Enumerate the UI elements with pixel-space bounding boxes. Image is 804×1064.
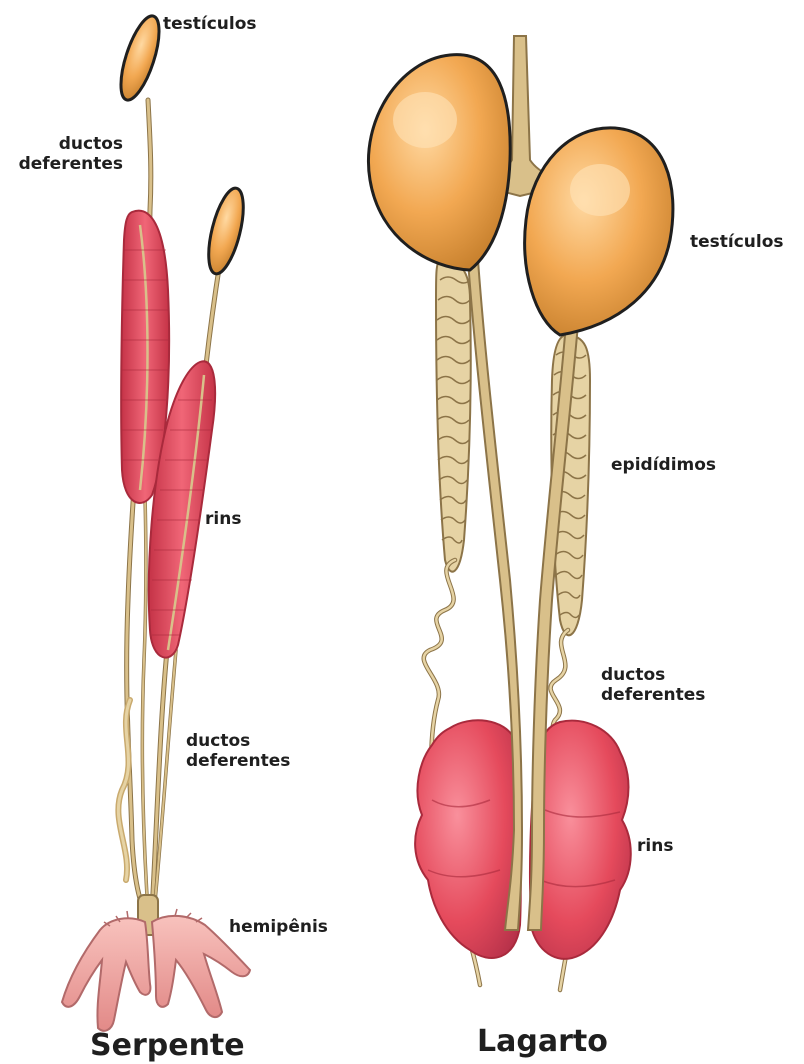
lizard-label-kidneys: rins	[637, 836, 673, 856]
lizard-label-epididymis: epidídimos	[611, 455, 716, 475]
lizard-testis-right	[525, 128, 673, 335]
lizard-title: Lagarto	[477, 1024, 608, 1059]
snake-label-testes: testículos	[163, 14, 257, 34]
lizard-epididymis-left	[436, 260, 471, 572]
lizard-testis-left	[368, 55, 510, 270]
lizard-system	[368, 36, 672, 990]
snake-testis-right	[202, 185, 250, 277]
snake-testis-left	[113, 12, 167, 104]
lizard-label-testes: testículos	[690, 232, 784, 252]
lizard-label-vas-deferens: ductos deferentes	[601, 665, 705, 705]
snake-title: Serpente	[90, 1028, 245, 1063]
snake-hemipenes	[62, 895, 250, 1031]
snake-label-hemipenes: hemipênis	[229, 917, 328, 937]
snake-label-vas-deferens-bottom: ductos deferentes	[186, 731, 290, 771]
snake-label-kidneys: rins	[205, 509, 241, 529]
snake-label-vas-deferens-top: ductos deferentes	[6, 134, 123, 174]
